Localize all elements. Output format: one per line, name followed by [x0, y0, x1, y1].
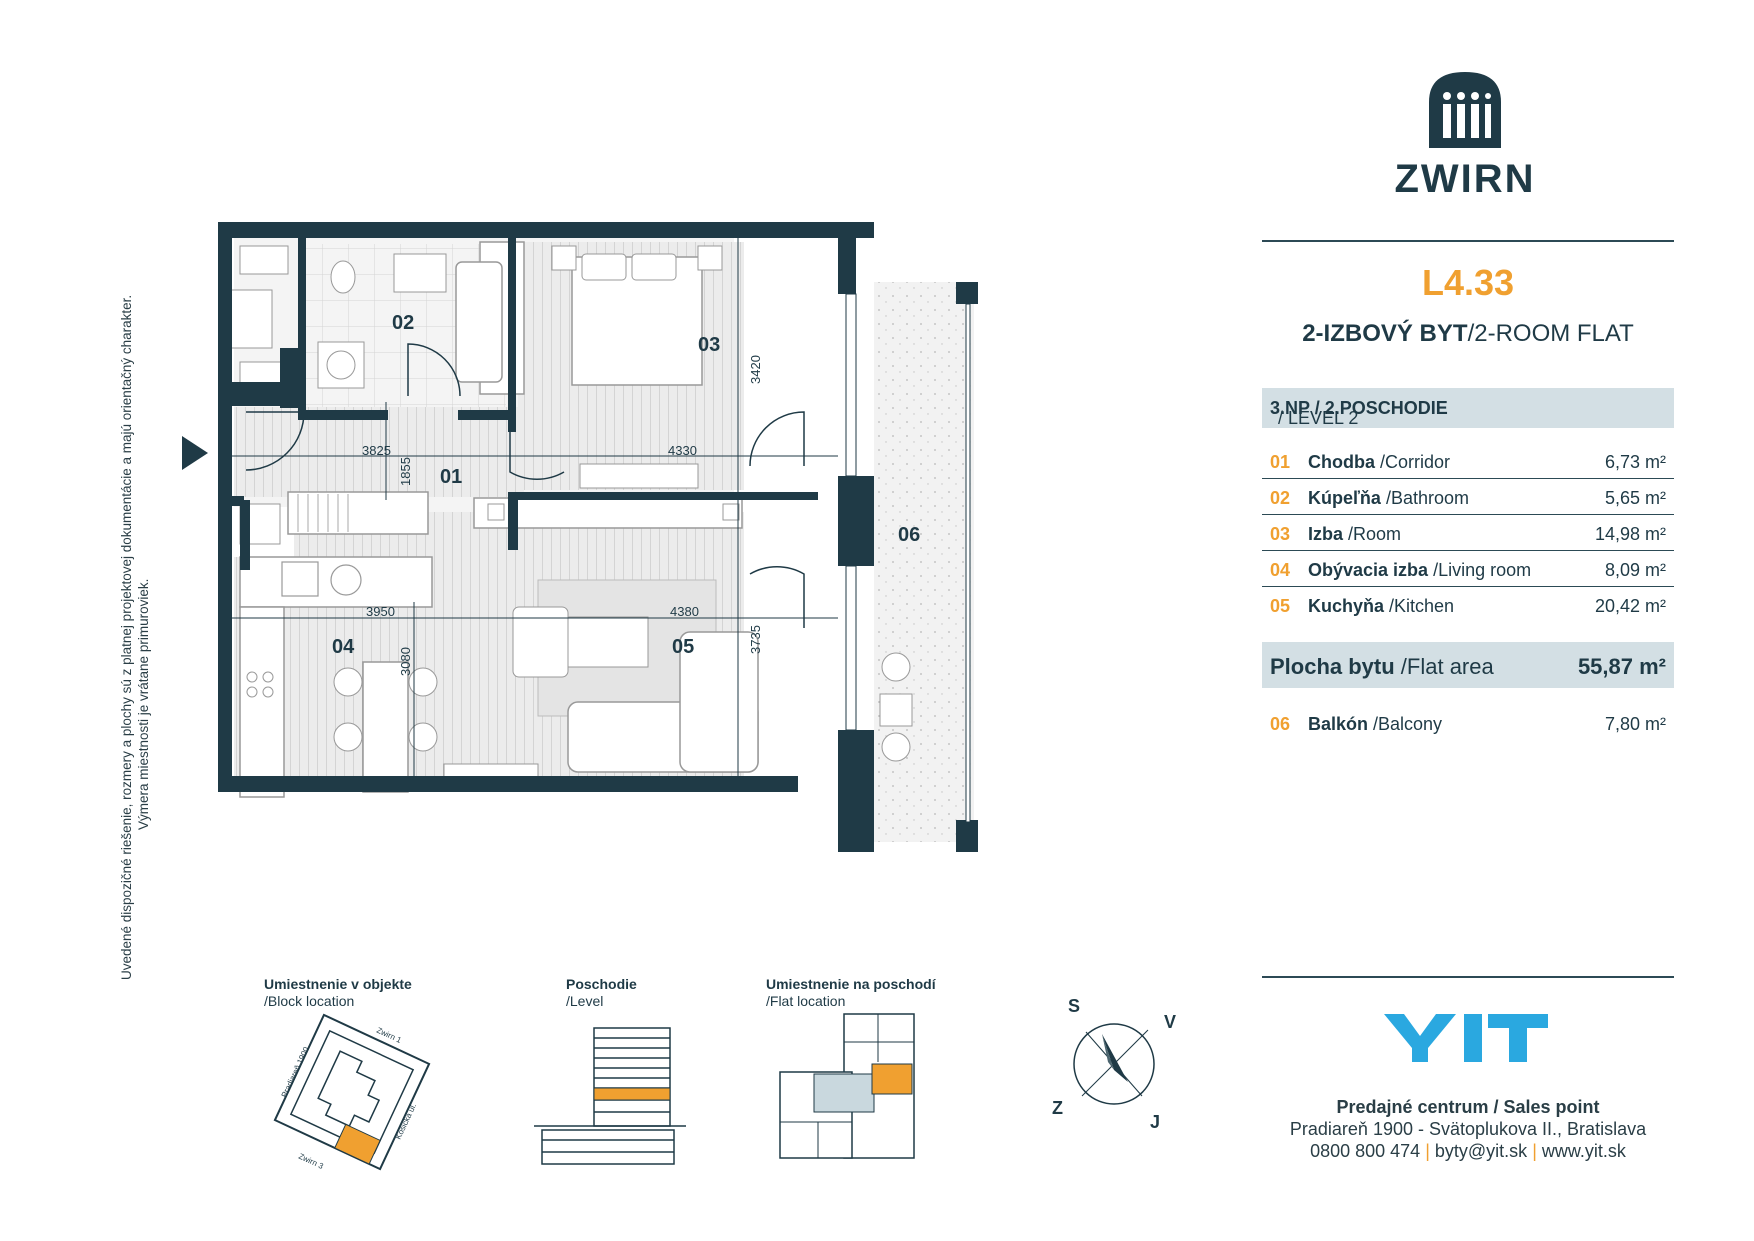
compass-north: S [1068, 996, 1081, 1016]
level-en: / LEVEL 2 [1278, 408, 1359, 428]
compass-west: Z [1052, 1098, 1063, 1118]
toilet [330, 260, 356, 294]
flat-location-sub: /Flat location [766, 993, 846, 1009]
street-zwirn-3: Zwirn 3 [297, 1152, 325, 1171]
room-name-en: /Corridor [1375, 452, 1451, 472]
divider-top [1262, 240, 1674, 242]
balcony-name-sk: Balkón [1308, 714, 1369, 734]
dim-3950: 3950 [366, 604, 395, 619]
yit-logo-icon [1384, 1014, 1548, 1062]
balcony-num: 06 [1270, 714, 1291, 734]
dim-4380: 4380 [670, 604, 699, 619]
bathtub [455, 261, 503, 383]
flat-type: 2-IZBOVÝ BYT/2-ROOM FLAT [1262, 320, 1674, 348]
zwirn-logo-text: ZWIRN [1394, 157, 1536, 201]
flat-area-bar: Plocha bytu /Flat area 55,87 m² [1262, 642, 1674, 688]
room-row: 05 Kuchyňa /Kitchen 20,42 m² [1262, 588, 1674, 622]
room-num: 05 [1270, 596, 1291, 616]
dim-1855: 1855 [398, 457, 413, 486]
balcony-row: 06 Balkón /Balcony 7,80 m² [1262, 712, 1674, 742]
dim-3735: 3735 [748, 625, 763, 654]
room-num: 02 [1270, 488, 1291, 508]
flat-type-en: /2-ROOM FLAT [1467, 320, 1634, 347]
flat-code: L4.33 [1421, 262, 1515, 303]
room-name-sk: Obývacia izba [1308, 560, 1429, 580]
corridor-floor [234, 407, 524, 497]
plan-label-06: 06 [898, 524, 921, 546]
room-area: 6,73 m² [1604, 452, 1666, 472]
plan-label-03: 03 [698, 334, 721, 356]
room-name-sk: Kúpeľňa [1308, 488, 1381, 508]
balcony-name-en: /Balcony [1368, 714, 1443, 734]
room-num: 01 [1270, 452, 1291, 472]
zwirn-logo: ZWIRN [1390, 72, 1540, 202]
dim-3420: 3420 [748, 355, 763, 384]
block-location-title: Umiestnenie v objekte [264, 976, 412, 992]
flat-area-en: /Flat area [1394, 654, 1494, 679]
kitchen-counter [239, 556, 433, 608]
level-sub: /Level [566, 993, 604, 1009]
level-sk: 3.NP / 2.POSCHODIE [1270, 398, 1448, 418]
flat-location-map [779, 1013, 915, 1159]
plan-label-05: 05 [672, 636, 695, 658]
sales-contact: 0800 800 474 | byty@yit.sk | www.yit.sk [1262, 1141, 1674, 1162]
room-name-en: /Bathroom [1380, 488, 1469, 508]
level-title: Poschodie [566, 976, 637, 992]
sales-phone[interactable]: 0800 800 474 [1310, 1141, 1421, 1161]
room-area: 20,42 m² [1594, 596, 1666, 616]
street-zwirn-1: Zwirn 1 [375, 1026, 403, 1045]
disclaimer-line-1: Uvedené dispozičné riešenie, rozmery a p… [119, 294, 134, 980]
disclaimer-line-2: Výmera miestnosti je vrátane primuroviek… [136, 578, 151, 830]
room-row: 01 Chodba /Corridor 6,73 m² [1262, 444, 1674, 479]
compass-icon [1073, 1023, 1155, 1105]
room-num: 04 [1270, 560, 1291, 580]
room-name-sk: Chodba [1308, 452, 1375, 472]
room-num: 03 [1270, 524, 1291, 544]
plan-label-01: 01 [440, 466, 463, 488]
disclaimer: Uvedené dispozičné riešenie, rozmery a p… [118, 260, 152, 980]
sales-web[interactable]: www.yit.sk [1541, 1141, 1626, 1161]
floor-plan [218, 222, 978, 852]
divider-bottom [1262, 976, 1674, 978]
block-location-map: Zwirn 1 Pradiareň 1900 Košická ul. Zwirn… [273, 1013, 431, 1171]
room-row: 04 Obývacia izba /Living room 8,09 m² [1262, 552, 1674, 587]
room-name-en: /Room [1343, 524, 1402, 544]
room-name-en: /Kitchen [1384, 596, 1455, 616]
dim-4330: 4330 [668, 443, 697, 458]
flat-location-title: Umiestnenie na poschodí [766, 976, 936, 992]
flat-area-sk: Plocha bytu [1270, 654, 1395, 679]
sales-address: Pradiareň 1900 - Svätoplukova II., Brati… [1289, 1119, 1647, 1139]
room-name-en: /Living room [1428, 560, 1532, 580]
room-area: 14,98 m² [1594, 524, 1666, 544]
compass-south: J [1150, 1112, 1161, 1132]
entrance-arrow-icon [182, 436, 208, 470]
room-row: 03 Izba /Room 14,98 m² [1262, 516, 1674, 551]
plan-label-02: 02 [392, 312, 415, 334]
level-diagram [534, 1027, 686, 1165]
block-location-sub: /Block location [264, 993, 355, 1009]
sales-title: Predajné centrum / Sales point [1336, 1097, 1600, 1117]
room-area: 5,65 m² [1604, 488, 1666, 508]
room-row: 02 Kúpeľňa /Bathroom 5,65 m² [1262, 480, 1674, 515]
room-area: 8,09 m² [1604, 560, 1666, 580]
dining-table [362, 661, 409, 793]
separator: | [1425, 1141, 1430, 1161]
flat-type-sk: 2-IZBOVÝ BYT [1302, 320, 1468, 347]
sales-email[interactable]: byty@yit.sk [1434, 1141, 1528, 1161]
plan-label-04: 04 [332, 636, 355, 658]
street-kosicka: Košická ul. [394, 1102, 419, 1141]
compass-east: V [1164, 1012, 1177, 1032]
flat-area-value: 55,87 m² [1577, 654, 1666, 679]
dim-3825: 3825 [362, 443, 391, 458]
level-bar: 3.NP / 2.POSCHODIE / LEVEL 2 [1262, 388, 1674, 428]
room-name-sk: Izba [1308, 524, 1344, 544]
zwirn-building-icon [1429, 72, 1501, 148]
dim-3080: 3080 [398, 647, 413, 676]
separator: | [1532, 1141, 1537, 1161]
balcony-area: 7,80 m² [1604, 714, 1666, 734]
room-name-sk: Kuchyňa [1308, 596, 1385, 616]
